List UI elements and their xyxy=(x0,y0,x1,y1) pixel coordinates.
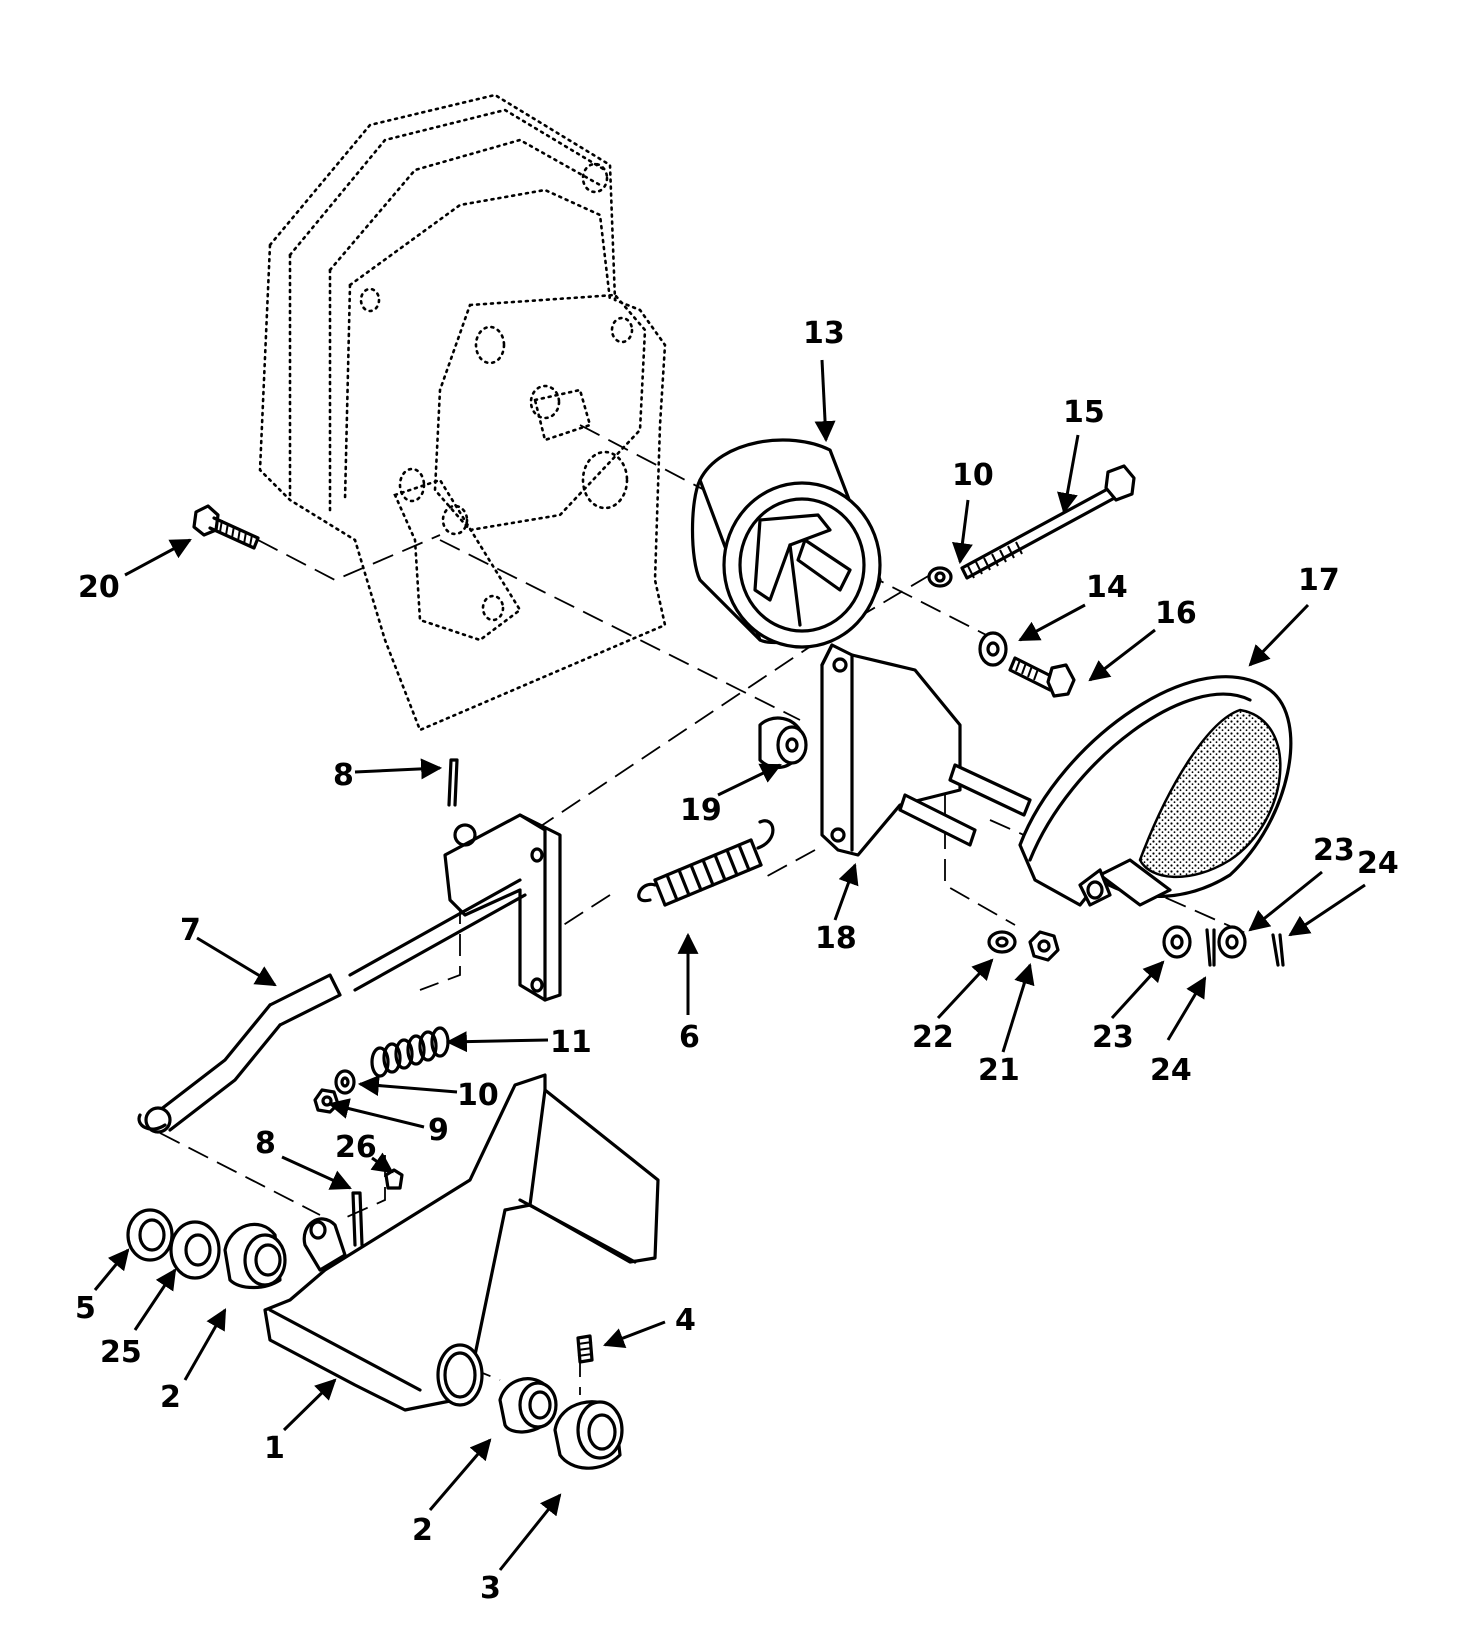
pedal-arm-1 xyxy=(263,1073,660,1412)
callout-20: 20 xyxy=(78,570,120,605)
callout-11: 11 xyxy=(550,1025,592,1060)
pin-8-lower xyxy=(351,1191,364,1247)
washer-10-top-hole xyxy=(934,571,946,583)
callout-2-left: 2 xyxy=(160,1380,181,1415)
spring-6 xyxy=(637,819,775,907)
cotter-pin-24-right xyxy=(1271,933,1285,967)
washer-10-bottom-hole xyxy=(340,1076,350,1088)
collar-3 xyxy=(553,1400,624,1470)
washer-10-bottom xyxy=(334,1069,356,1095)
rod-7 xyxy=(137,878,527,1134)
callout-13: 13 xyxy=(803,316,845,351)
callout-1: 1 xyxy=(264,1431,285,1466)
callout-24-lower: 24 xyxy=(1150,1053,1192,1088)
callout-26: 26 xyxy=(335,1130,377,1165)
callout-5: 5 xyxy=(75,1291,96,1326)
brake-band-17 xyxy=(1018,675,1293,907)
callout-24-upper: 24 xyxy=(1357,846,1399,881)
callout-labels: 20 13 10 15 14 16 17 8 19 18 7 6 11 10 9… xyxy=(75,316,1399,1606)
bushing-5 xyxy=(126,1208,174,1262)
callout-17: 17 xyxy=(1298,563,1340,598)
washer-23-left-hole xyxy=(1170,934,1184,950)
callout-25: 25 xyxy=(100,1335,142,1370)
callout-10-top: 10 xyxy=(952,458,994,493)
fitting-26 xyxy=(384,1168,404,1190)
callout-7: 7 xyxy=(180,913,201,948)
callout-19: 19 xyxy=(680,793,722,828)
callout-9: 9 xyxy=(428,1113,449,1148)
spacer-19 xyxy=(758,716,808,770)
washer-23-right xyxy=(1217,925,1247,959)
callout-21: 21 xyxy=(978,1053,1020,1088)
bushing-2-right xyxy=(498,1377,558,1434)
bolt-16 xyxy=(1008,656,1076,698)
callout-10-bottom: 10 xyxy=(457,1078,499,1113)
washer-14-hole xyxy=(986,641,1000,657)
washer-22-hole xyxy=(995,936,1009,948)
callout-23-upper: 23 xyxy=(1313,833,1355,868)
transmission-housing-phantom xyxy=(258,93,667,732)
callout-16: 16 xyxy=(1155,596,1197,631)
nut-21 xyxy=(1028,930,1060,962)
nut-21-hole xyxy=(1037,939,1051,953)
callout-15: 15 xyxy=(1063,395,1105,430)
callout-3: 3 xyxy=(480,1571,501,1606)
bolt-20 xyxy=(192,504,260,550)
callout-6: 6 xyxy=(679,1020,700,1055)
cotter-pin-24-left xyxy=(1205,928,1216,967)
nut-9 xyxy=(313,1088,340,1114)
bracket-18 xyxy=(820,643,1032,857)
washer-25 xyxy=(169,1220,221,1280)
spring-11 xyxy=(370,1026,450,1078)
washer-14 xyxy=(978,631,1008,667)
callout-23-lower: 23 xyxy=(1092,1020,1134,1055)
pin-8-top xyxy=(447,758,459,807)
callout-4: 4 xyxy=(675,1303,696,1338)
brake-drum-13 xyxy=(690,438,882,649)
callout-18: 18 xyxy=(815,921,857,956)
callout-2-right: 2 xyxy=(412,1513,433,1548)
callout-8-lower: 8 xyxy=(255,1126,276,1161)
washer-22 xyxy=(987,930,1017,954)
bushing-2-left xyxy=(223,1222,287,1290)
washer-23-left xyxy=(1162,925,1192,959)
washer-23-right-hole xyxy=(1225,934,1239,950)
set-screw-4 xyxy=(576,1334,594,1364)
washer-10-top xyxy=(927,566,953,588)
callout-14: 14 xyxy=(1086,570,1128,605)
leader-arrows xyxy=(93,359,1366,1571)
pivot-bracket xyxy=(443,813,562,1002)
callout-22: 22 xyxy=(912,1020,954,1055)
callout-8-top: 8 xyxy=(333,758,354,793)
